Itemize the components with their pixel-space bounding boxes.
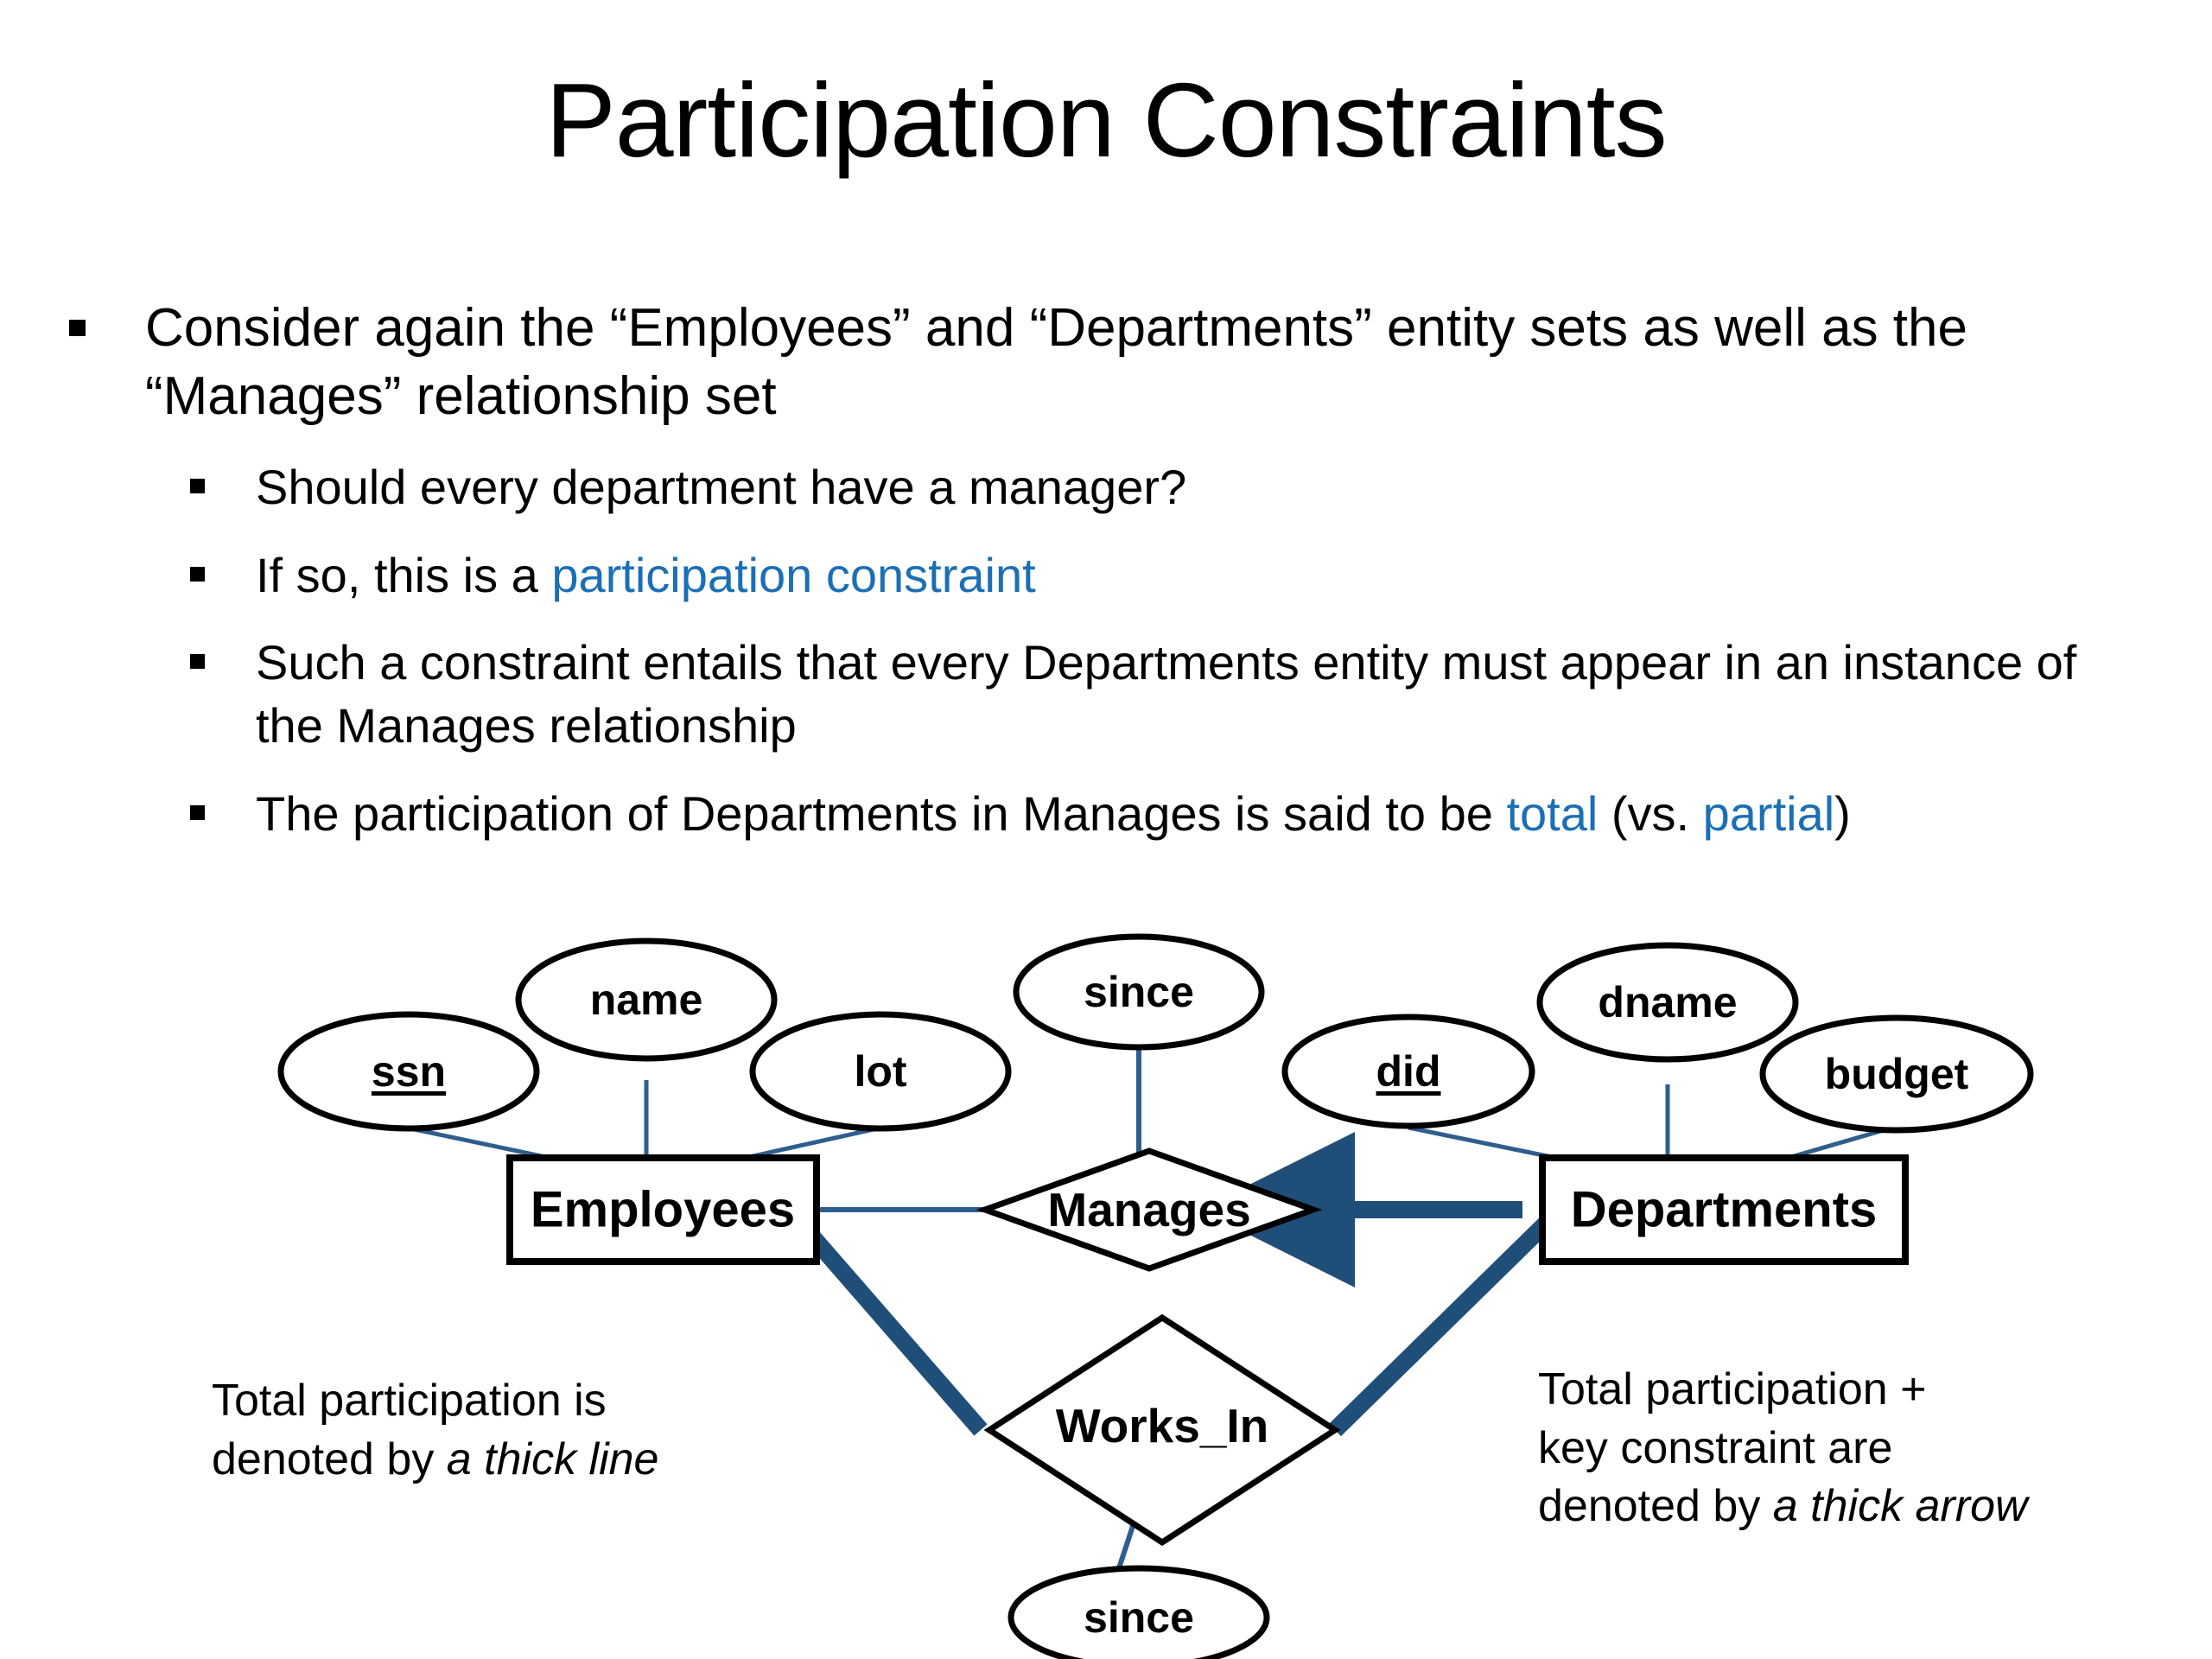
bullet-highlight-partial: partial xyxy=(1702,785,1835,841)
entity-box-departments xyxy=(1539,1154,1909,1265)
bullet-item-1: Consider again the “Employees” and “Depa… xyxy=(60,294,2152,431)
bullet-text: Such a constraint entails that every Dep… xyxy=(256,635,2077,753)
attribute-ellipse-since-manages xyxy=(1013,933,1265,1051)
caption-right-line3-before: denoted by xyxy=(1538,1481,1773,1532)
er-diagram-canvas xyxy=(277,933,2034,1659)
bullet-list: Consider again the “Employees” and “Depa… xyxy=(60,294,2152,846)
attribute-ellipse-budget xyxy=(1759,1014,2034,1134)
bullet-square-icon xyxy=(190,478,205,493)
er-diagram: ssn name lot did dname budget since sinc… xyxy=(0,864,2212,1659)
bullet-highlight-participation-constraint: participation constraint xyxy=(551,547,1036,602)
caption-thick-arrow: Total participation + key constraint are… xyxy=(1538,1361,2212,1536)
entity-box-employees xyxy=(506,1154,820,1265)
caption-right-line3-italic: a thick arrow xyxy=(1772,1481,2028,1532)
bullet-square-icon xyxy=(69,320,86,336)
attribute-ellipse-name xyxy=(515,938,778,1062)
bullet-square-icon xyxy=(190,654,205,670)
relationship-diamond-manages xyxy=(976,1147,1323,1272)
caption-thick-line: Total participation is denoted by a thic… xyxy=(212,1372,868,1489)
relationship-diamond-works-in xyxy=(983,1313,1341,1547)
bullet-text: ) xyxy=(1834,785,1851,841)
bullet-item-3: If so, this is a participation constrain… xyxy=(180,544,2152,607)
caption-left-line2-italic: a thick line xyxy=(446,1433,659,1484)
bullet-text: Should every department have a manager? xyxy=(256,459,1187,514)
attribute-ellipse-did xyxy=(1281,1014,1535,1129)
bullet-highlight-total: total xyxy=(1506,785,1599,841)
bullet-square-icon xyxy=(190,566,205,582)
attribute-ellipse-dname xyxy=(1536,942,1799,1063)
bullet-text: The participation of Departments in Mana… xyxy=(256,785,1507,841)
bullet-text: Consider again the “Employees” and “Depa… xyxy=(145,298,1967,427)
caption-right-line2: key constraint are xyxy=(1538,1422,1893,1473)
page-title: Participation Constraints xyxy=(545,61,1667,179)
bullet-text: If so, this is a xyxy=(256,547,552,602)
attribute-ellipse-ssn xyxy=(277,1011,540,1132)
edge-employees-works-in-thick xyxy=(793,1217,988,1436)
bullet-item-4: Such a constraint entails that every Dep… xyxy=(180,632,2152,758)
bullet-item-5: The participation of Departments in Mana… xyxy=(180,783,2152,846)
caption-right-line1: Total participation + xyxy=(1538,1364,1927,1414)
caption-left-line2-before: denoted by xyxy=(212,1433,447,1484)
attribute-ellipse-since-works-in xyxy=(1007,1565,1270,1659)
bullet-square-icon xyxy=(190,804,205,820)
bullet-text: (vs. xyxy=(1598,785,1703,841)
bullet-item-2: Should every department have a manager? xyxy=(180,456,2152,519)
caption-left-line1: Total participation is xyxy=(212,1376,607,1426)
attribute-ellipse-lot xyxy=(749,1011,1012,1132)
edge-departments-works-in-thick xyxy=(1329,1216,1553,1437)
